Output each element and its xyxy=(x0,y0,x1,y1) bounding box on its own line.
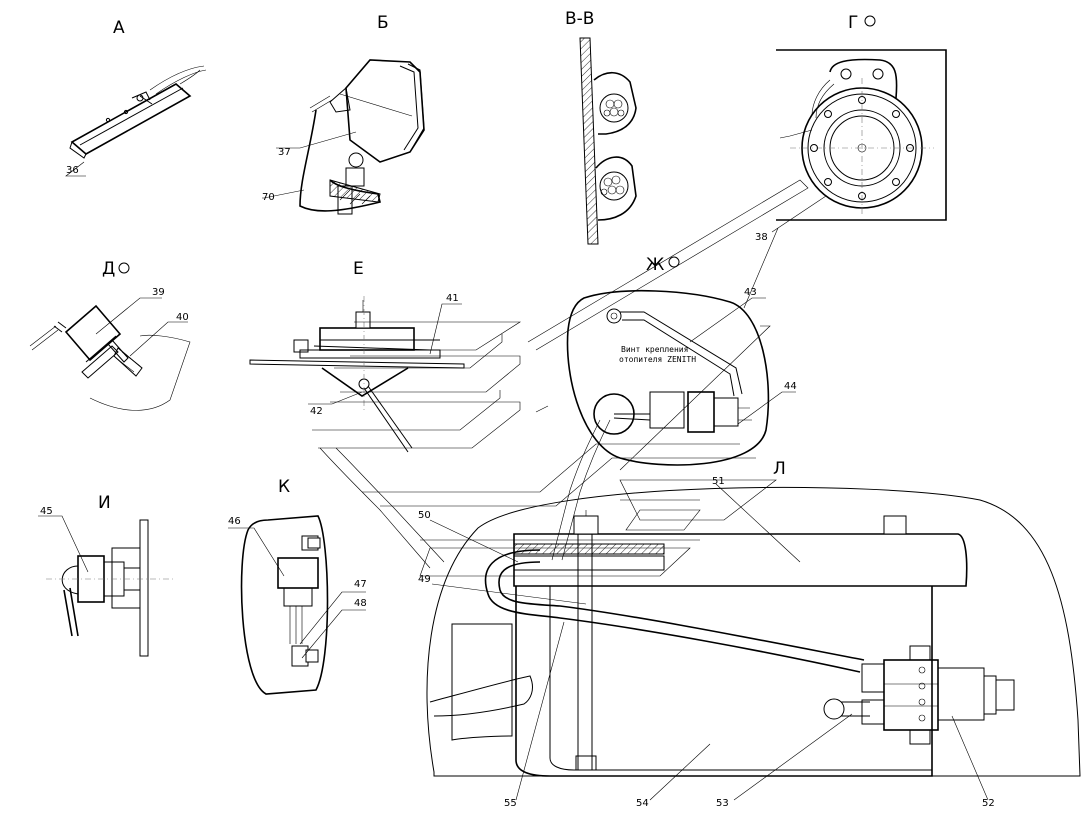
callout-46: 46 xyxy=(228,516,241,527)
callout-42: 42 xyxy=(310,406,323,417)
view-a-title: А xyxy=(113,18,125,38)
view-i-title: И xyxy=(98,493,111,513)
view-vv-title: В-В xyxy=(565,9,594,29)
view-b-lamp-body xyxy=(345,59,425,163)
view-zh: Ж Винт крепления отопителя ZENITH 43 44 xyxy=(566,255,797,466)
callout-40: 40 xyxy=(176,312,189,323)
view-i: И 45 xyxy=(38,493,176,657)
view-k: К 46 47 48 xyxy=(228,477,367,695)
view-l-tank-body xyxy=(515,586,933,777)
note-zenith-line2: отопителя ZENITH xyxy=(619,355,696,364)
callout-37: 37 xyxy=(278,147,291,158)
callout-48: 48 xyxy=(354,598,367,609)
callout-50: 50 xyxy=(418,510,431,521)
callout-51: 51 xyxy=(712,476,725,487)
view-k-outline xyxy=(240,515,329,695)
callout-70: 70 xyxy=(262,192,275,203)
callout-47: 47 xyxy=(354,579,367,590)
view-e: Е 41 42 xyxy=(249,259,465,453)
view-l-title: Л xyxy=(773,459,786,479)
view-d-sensor-body xyxy=(64,304,122,362)
callout-36: 36 xyxy=(66,165,79,176)
view-l-rod xyxy=(577,533,593,771)
view-g: Г 38 xyxy=(755,13,947,243)
view-g-frame xyxy=(776,49,947,221)
view-zh-title: Ж xyxy=(646,255,664,275)
callout-54: 54 xyxy=(636,798,649,809)
view-d-rotation-icon xyxy=(118,262,130,274)
view-k-title: К xyxy=(278,477,290,497)
view-i-panel xyxy=(139,519,149,657)
callout-55: 55 xyxy=(504,798,517,809)
view-d-title: Д xyxy=(102,259,115,279)
view-g-title: Г xyxy=(848,13,858,33)
view-zh-outline xyxy=(566,289,770,466)
view-l-tank-lid xyxy=(513,533,968,587)
view-l-cover-outline xyxy=(426,486,1081,777)
view-l-pump-52 xyxy=(883,659,939,731)
callout-53: 53 xyxy=(716,798,729,809)
view-l: Л xyxy=(418,459,1081,809)
callout-38: 38 xyxy=(755,232,768,243)
view-b-title: Б xyxy=(377,13,389,33)
view-e-title: Е xyxy=(353,259,364,279)
view-l-hose xyxy=(484,549,861,673)
view-e-base-plate xyxy=(249,359,465,369)
note-zenith-line1: Винт крепления xyxy=(621,345,688,354)
view-vv: В-В xyxy=(565,9,637,245)
harness-routing xyxy=(312,179,809,577)
callout-52: 52 xyxy=(982,798,995,809)
view-a-bracket xyxy=(70,83,192,155)
callout-49: 49 xyxy=(418,574,431,585)
view-vv-panel xyxy=(579,37,599,245)
callout-45: 45 xyxy=(40,506,53,517)
view-a: А 36 xyxy=(65,18,207,177)
view-zh-rotation-icon xyxy=(668,256,680,268)
view-g-rotation-icon xyxy=(864,15,876,27)
callout-39: 39 xyxy=(152,287,165,298)
callout-44: 44 xyxy=(784,381,797,392)
view-d: Д 39 40 xyxy=(29,259,191,411)
view-k-relay xyxy=(277,557,319,589)
callout-41: 41 xyxy=(446,293,459,304)
view-b: Б 37 70 xyxy=(262,13,425,215)
